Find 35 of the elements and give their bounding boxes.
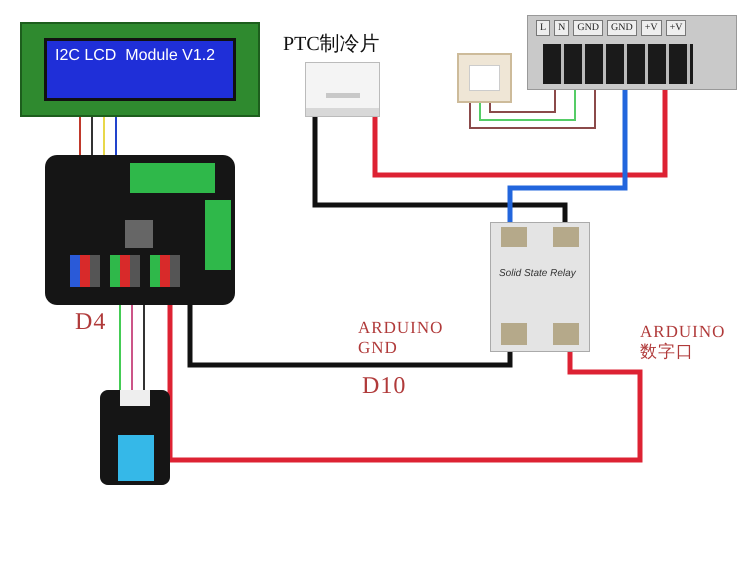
terminal-label: GND [573, 20, 604, 36]
wire [508, 90, 628, 222]
wire [489, 90, 556, 113]
terminal-label: +V [666, 20, 686, 36]
wire [469, 90, 596, 129]
wire [312, 117, 568, 222]
terminal-label: +V [640, 20, 662, 36]
wire [372, 90, 668, 178]
lcd-module [20, 22, 260, 117]
wire [91, 117, 93, 155]
wire-label: D4 [75, 308, 108, 337]
component-caption: PTC制冷片 [283, 32, 380, 57]
wire-label: D10 [362, 372, 408, 401]
terminal-label: N [554, 20, 570, 36]
wire [119, 305, 121, 390]
wire [188, 305, 512, 368]
sensor-module-drawing [100, 390, 170, 485]
peltier-module-drawing [305, 62, 380, 117]
terminal-label: L [536, 20, 550, 36]
lcd-screen-text: I2C LCD Module V1.2 [55, 47, 216, 64]
wire-label: ARDUINO GND [358, 318, 444, 359]
controller-board-drawing [45, 155, 235, 305]
power-supply [527, 15, 737, 90]
wire [479, 90, 576, 121]
wire [79, 117, 81, 155]
wire [143, 305, 145, 390]
relay-label: Solid State Relay [499, 268, 576, 279]
solid-state-relay [490, 222, 590, 352]
wire [103, 117, 105, 155]
wall-socket-drawing [457, 53, 512, 103]
wire [115, 117, 117, 155]
terminal-label: GND [607, 20, 637, 36]
wire-label: ARDUINO 数字口 [640, 322, 726, 363]
wire [168, 305, 642, 462]
wire [131, 305, 133, 390]
